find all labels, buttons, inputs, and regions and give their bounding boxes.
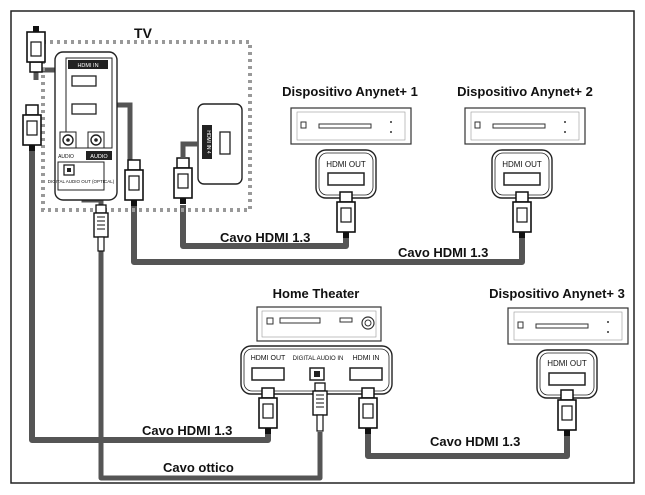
anynet2-port-box: HDMI OUT <box>491 149 553 199</box>
tv-outline <box>41 40 252 212</box>
ht-digital-in-label: DIGITAL AUDIO IN <box>293 356 344 362</box>
tv-rear-panel: HDMI IN AUDIO AUDIO DIGITAL AUDIO OUT (O… <box>48 51 118 201</box>
anynet1-port-label: HDMI OUT <box>326 160 366 169</box>
anynet2-title: Dispositivo Anynet+ 2 <box>457 84 593 99</box>
cable-label-anynet2: Cavo HDMI 1.3 <box>398 245 488 260</box>
cable-label-anynet1: Cavo HDMI 1.3 <box>220 230 310 245</box>
cable-path-anynet1 <box>180 205 349 249</box>
panel-side-hdmi-label: HDMI IN 4 <box>205 130 211 154</box>
anynet1-port-box: HDMI OUT <box>315 149 377 199</box>
tv-hdmi-port-2 <box>71 103 97 115</box>
optical-cable-line <box>98 250 323 481</box>
hdmi-plug-tv-side-icon <box>173 157 193 205</box>
home-theater-device-icon <box>256 306 382 342</box>
cable-path-anynet2 <box>131 205 525 265</box>
hdmi-plug-anynet3-icon <box>557 389 577 437</box>
optical-plug-ht-icon <box>312 382 328 432</box>
anynet3-title: Dispositivo Anynet+ 3 <box>489 286 625 301</box>
anynet2-port-label: HDMI OUT <box>502 160 542 169</box>
anynet3-port-box: HDMI OUT <box>536 349 598 399</box>
hdmi-plug-tv-rear-icon <box>124 159 144 207</box>
optical-plug-tv-icon <box>93 204 109 252</box>
anynet3-port-label: HDMI OUT <box>547 359 587 368</box>
cable-label-anynet3: Cavo HDMI 1.3 <box>430 434 520 449</box>
anynet2-device-icon <box>464 107 586 145</box>
tv-hdmi-port-1 <box>71 75 97 87</box>
hdmi-plug-ht-out-icon <box>258 387 278 435</box>
tv-title: TV <box>134 25 153 41</box>
hdmi-plug-anynet2-icon <box>512 191 532 239</box>
anynet1-title: Dispositivo Anynet+ 1 <box>282 84 418 99</box>
ht-hdmi-out-label: HDMI OUT <box>251 355 286 362</box>
cable-label-optical: Cavo ottico <box>163 460 234 475</box>
outer-frame <box>10 10 635 484</box>
cable-path-ht-out <box>29 150 271 443</box>
hdmi-plug-tv-left-icon <box>26 25 46 73</box>
tv-side-hdmi-port <box>219 131 231 155</box>
panel-hdmi-in-label: HDMI IN <box>77 63 98 69</box>
panel-audio-small-label: AUDIO <box>58 154 74 160</box>
home-theater-title: Home Theater <box>273 286 360 301</box>
panel-audio-label: AUDIO <box>90 154 108 160</box>
panel-optical-label: DIGITAL AUDIO OUT (OPTICAL) <box>48 179 115 184</box>
anynet3-device-icon <box>507 307 629 345</box>
tv-side-panel: HDMI IN 4 <box>197 103 243 185</box>
hdmi-plug-tv-left-body-icon <box>22 104 42 152</box>
ht-hdmi-in-label: HDMI IN <box>353 355 380 362</box>
hdmi-plug-ht-in-icon <box>358 387 378 435</box>
cable-label-ht-out: Cavo HDMI 1.3 <box>142 423 232 438</box>
anynet1-device-icon <box>290 107 412 145</box>
cable-path-anynet3 <box>365 430 570 459</box>
hdmi-plug-anynet1-icon <box>336 191 356 239</box>
cable-lines <box>29 150 570 459</box>
